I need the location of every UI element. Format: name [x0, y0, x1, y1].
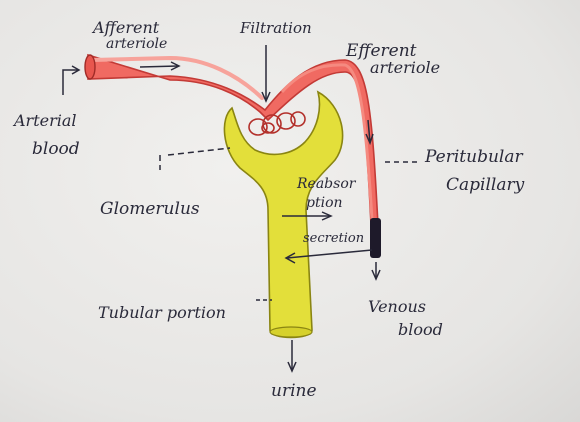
flow-arrow	[139, 65, 179, 68]
label-venous: Venous	[368, 297, 426, 316]
label-arterial-blood: blood	[32, 139, 80, 159]
afferent-arteriole-highlight	[90, 55, 264, 100]
arterial-bracket	[62, 69, 78, 95]
label-tubular-portion: Tubular portion	[98, 303, 226, 322]
label-secretion: secretion	[303, 231, 364, 246]
label-reabsorption-2: ption	[306, 195, 343, 211]
label-urine: urine	[271, 381, 317, 401]
label-afferent: Afferent	[91, 18, 160, 37]
secretion-arrow	[286, 249, 373, 259]
glomerulus-leader	[159, 147, 231, 170]
label-efferent: Efferent	[345, 41, 417, 61]
label-glomerulus: Glomerulus	[100, 199, 200, 219]
afferent-arteriole-opening	[84, 54, 96, 80]
label-efferent-arteriole: arteriole	[370, 58, 440, 77]
label-filtration: Filtration	[239, 19, 312, 37]
venous-end	[370, 218, 381, 258]
ink-marks	[62, 45, 420, 373]
efferent-arteriole-highlight	[280, 63, 374, 221]
tubular-opening	[269, 326, 313, 338]
tubular-portion	[223, 90, 344, 339]
glomerulus-coil	[248, 111, 306, 136]
label-venous-blood: blood	[398, 320, 443, 339]
label-afferent-arteriole: arteriole	[106, 36, 167, 52]
label-arterial: Arterial	[12, 111, 77, 130]
label-peritubular: Peritubular	[424, 147, 523, 167]
label-reabsorption: Reabsor	[296, 176, 357, 192]
label-peritubular-capillary: Capillary	[446, 175, 525, 195]
